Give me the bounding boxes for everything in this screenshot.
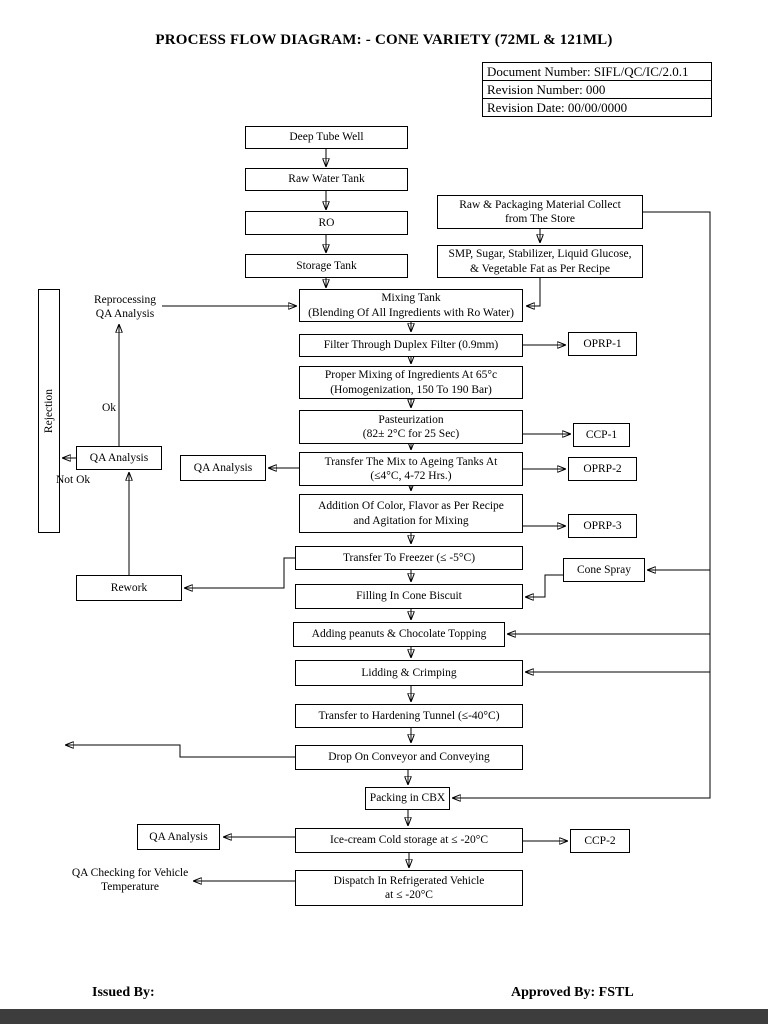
ok-label: Ok <box>101 402 116 414</box>
addition-line1: Addition Of Color, Flavor as Per Recipe <box>318 500 504 513</box>
mixing-tank-line1: Mixing Tank <box>381 292 441 305</box>
pasteurization-line2: (82± 2°C for 25 Sec) <box>362 428 460 440</box>
revision-date: Revision Date: 00/00/0000 <box>482 98 712 117</box>
addition-color-box: Addition Of Color, Flavor as Per Recipe … <box>299 494 523 533</box>
reprocessing-label: Reprocessing QA Analysis <box>85 293 165 322</box>
oprp3-box: OPRP-3 <box>568 514 637 538</box>
raw-packaging-box: Raw & Packaging Material Collect from Th… <box>437 195 643 229</box>
pasteurization-box: Pasteurization (82± 2°C for 25 Sec) <box>299 410 523 444</box>
raw-packaging-line2: from The Store <box>504 213 576 225</box>
mixing-tank-line2: (Blending Of All Ingredients with Ro Wat… <box>308 306 514 319</box>
revision-number: Revision Number: 000 <box>482 80 712 99</box>
conveyor-box: Drop On Conveyor and Conveying <box>295 745 523 770</box>
mixing-tank-box: Mixing Tank (Blending Of All Ingredients… <box>299 289 523 322</box>
dispatch-line1: Dispatch In Refrigerated Vehicle <box>333 874 485 887</box>
duplex-filter-box: Filter Through Duplex Filter (0.9mm) <box>299 334 523 357</box>
qa-checking-line2: Temperature <box>101 881 159 894</box>
dispatch-line2: at ≤ -20°C <box>385 889 433 901</box>
not-ok-label: Not Ok <box>56 474 91 486</box>
ageing-tanks-box: Transfer The Mix to Ageing Tanks At (≤4°… <box>299 452 523 486</box>
ingredients-line2: & Vegetable Fat as Per Recipe <box>470 262 610 275</box>
lidding-crimping-box: Lidding & Crimping <box>295 660 523 686</box>
reprocessing-line2: QA Analysis <box>95 308 155 321</box>
freezer-box: Transfer To Freezer (≤ -5°C) <box>295 546 523 570</box>
ro-box: RO <box>245 211 408 235</box>
page-title: PROCESS FLOW DIAGRAM: - CONE VARIETY (72… <box>155 32 613 48</box>
qa-analysis-mid-box: QA Analysis <box>180 455 266 481</box>
toppings-box: Adding peanuts & Chocolate Topping <box>293 622 505 647</box>
qa-checking-line1: QA Checking for Vehicle <box>71 867 189 879</box>
dispatch-box: Dispatch In Refrigerated Vehicle at ≤ -2… <box>295 870 523 906</box>
pasteurization-line1: Pasteurization <box>378 413 444 426</box>
rejection-label: Rejection <box>42 388 55 434</box>
cold-storage-box: Ice-cream Cold storage at ≤ -20°C <box>295 828 523 853</box>
reprocessing-line1: Reprocessing <box>94 294 156 306</box>
qa-checking-label: QA Checking for Vehicle Temperature <box>63 866 197 895</box>
viewer-bottom-bar <box>0 1009 768 1024</box>
ccp1-box: CCP-1 <box>573 423 630 447</box>
approved-by-label: Approved By: FSTL <box>511 985 634 1000</box>
ingredients-line1: SMP, Sugar, Stabilizer, Liquid Glucose, <box>448 248 632 261</box>
hardening-tunnel-box: Transfer to Hardening Tunnel (≤-40°C) <box>295 704 523 728</box>
cone-spray-box: Cone Spray <box>563 558 645 582</box>
ccp2-box: CCP-2 <box>570 829 630 853</box>
packing-cbx-box: Packing in CBX <box>365 787 450 810</box>
addition-line2: and Agitation for Mixing <box>353 514 469 527</box>
raw-packaging-line1: Raw & Packaging Material Collect <box>459 198 621 211</box>
ingredients-box: SMP, Sugar, Stabilizer, Liquid Glucose, … <box>437 245 643 278</box>
rejection-box: Rejection <box>38 289 60 533</box>
oprp1-box: OPRP-1 <box>568 332 637 356</box>
proper-mixing-line1: Proper Mixing of Ingredients At 65°c <box>324 369 498 382</box>
proper-mixing-line2: (Homogenization, 150 To 190 Bar) <box>330 383 492 396</box>
deep-tube-well-box: Deep Tube Well <box>245 126 408 149</box>
oprp2-box: OPRP-2 <box>568 457 637 481</box>
document-number: Document Number: SIFL/QC/IC/2.0.1 <box>482 62 712 81</box>
qa-analysis-bottom-box: QA Analysis <box>137 824 220 850</box>
document-info-table: Document Number: SIFL/QC/IC/2.0.1 Revisi… <box>482 62 712 117</box>
issued-by-label: Issued By: <box>92 985 155 1000</box>
storage-tank-box: Storage Tank <box>245 254 408 278</box>
ageing-line2: (≤4°C, 4-72 Hrs.) <box>370 470 452 482</box>
qa-analysis-top-box: QA Analysis <box>76 446 162 470</box>
filling-cone-box: Filling In Cone Biscuit <box>295 584 523 609</box>
ageing-line1: Transfer The Mix to Ageing Tanks At <box>324 455 498 468</box>
raw-water-tank-box: Raw Water Tank <box>245 168 408 191</box>
proper-mixing-box: Proper Mixing of Ingredients At 65°c (Ho… <box>299 366 523 399</box>
rework-box: Rework <box>76 575 182 601</box>
